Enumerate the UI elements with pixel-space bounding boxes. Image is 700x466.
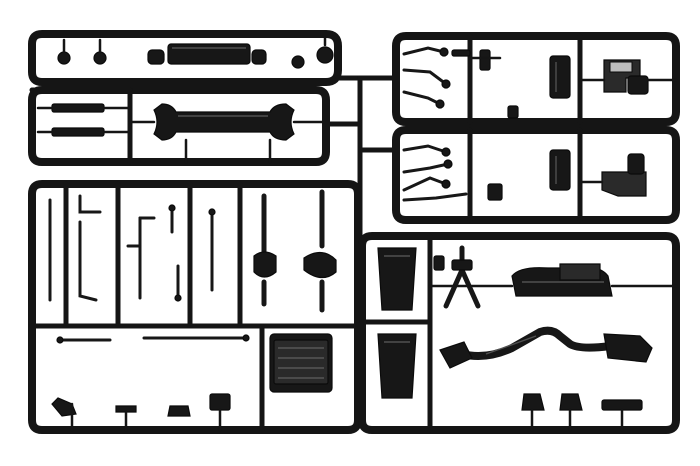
sprue-bottom-left	[28, 180, 362, 434]
sprue-top-left	[28, 30, 342, 166]
kickstand-part	[433, 245, 481, 309]
axle-bar-parts	[36, 103, 328, 164]
rod-and-lever-parts	[48, 194, 216, 302]
footpeg-parts	[521, 393, 643, 432]
exhaust-pipe-part	[439, 326, 653, 369]
sprue-top-right-lower	[392, 126, 680, 224]
sprue-top-right-upper	[392, 32, 680, 126]
wheel-knob-parts	[57, 36, 334, 69]
battery-box-parts	[377, 247, 417, 399]
sprue-bottom-right	[358, 232, 680, 434]
small-fitting-parts	[51, 334, 250, 432]
radiator-part	[269, 333, 333, 393]
lever-parts-lower	[402, 144, 647, 202]
fuel-tank-part	[428, 263, 678, 297]
lever-parts-upper	[402, 46, 678, 119]
shock-absorber-parts	[253, 189, 337, 313]
